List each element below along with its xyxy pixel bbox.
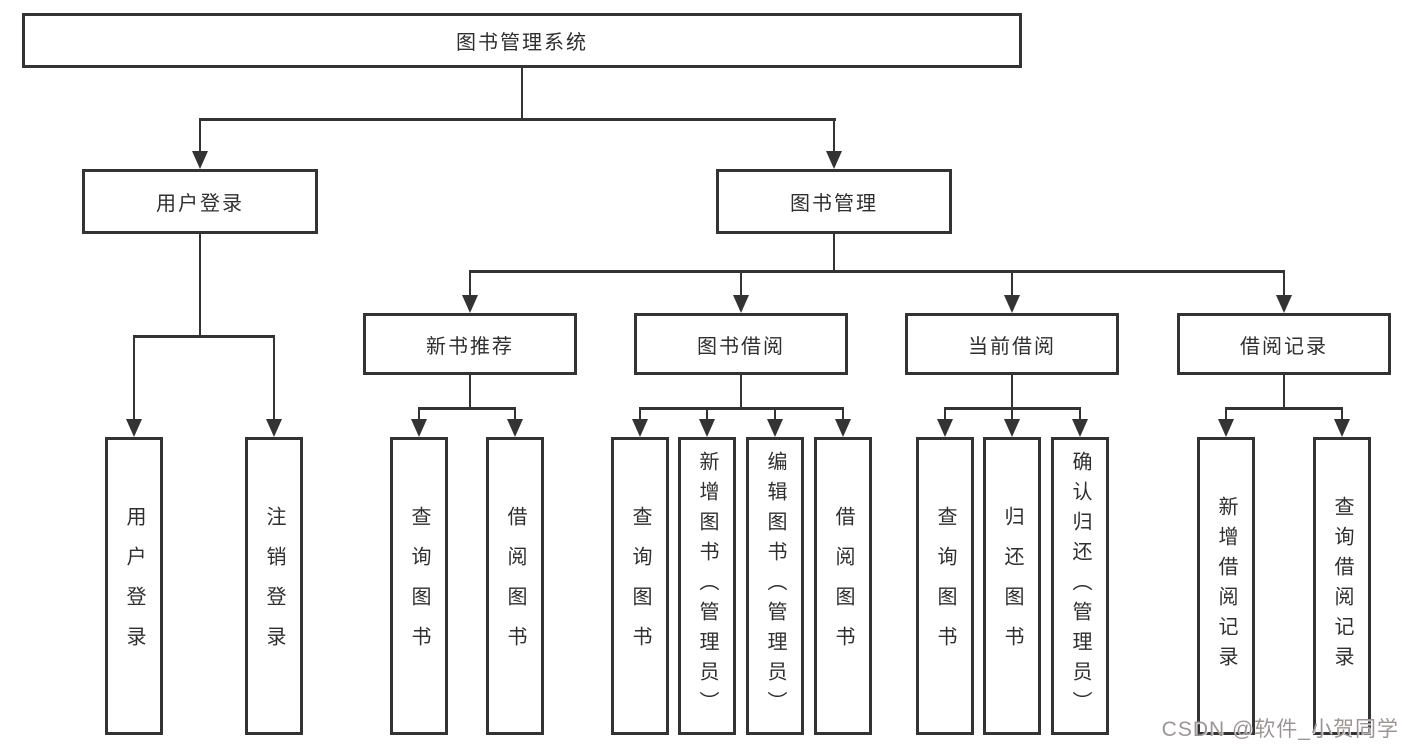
node-label: 图书借阅 — [697, 335, 785, 358]
connector-root-stem — [521, 68, 523, 118]
node-label: 用户登录 — [156, 193, 244, 215]
leaf-label: 查询图书 — [629, 506, 651, 666]
arrowhead-down-icon — [937, 419, 953, 437]
arrowhead-down-icon — [1218, 419, 1234, 437]
connector-to-leaf — [1011, 410, 1013, 419]
leaf-logout: 注销登录 — [245, 437, 303, 735]
connector-user-login-stem — [199, 234, 201, 335]
connector-to-book-borrow — [740, 273, 742, 295]
connector-to-leaf — [774, 410, 776, 419]
arrowhead-down-icon — [835, 419, 851, 437]
connector-split-bar — [418, 407, 516, 410]
connector-root-split-bar — [199, 118, 836, 121]
leaf-label: 查询图书 — [408, 506, 430, 666]
leaf-query-books: 查询图书 — [611, 437, 669, 735]
connector-to-leaf — [1341, 410, 1343, 419]
leaf-label: 借阅图书 — [832, 506, 854, 666]
leaf-query-books: 查询图书 — [390, 437, 448, 735]
connector-to-user-login — [199, 121, 201, 151]
connector-new-book-recommend-stem — [469, 375, 471, 407]
node-label: 借阅记录 — [1240, 335, 1328, 358]
leaf-label: 借阅图书 — [504, 506, 526, 666]
leaf-edit-books-admin: 编辑图书（管理员） — [746, 437, 804, 735]
connector-to-new-book-recommend — [469, 273, 471, 295]
arrowhead-down-icon — [1072, 419, 1088, 437]
leaf-label: 查询图书 — [934, 506, 956, 666]
arrowhead-down-icon — [192, 151, 208, 169]
connector-to-leaf — [706, 410, 708, 419]
connector-to-current-borrow — [1011, 273, 1013, 295]
connector-book-management-split-bar — [469, 270, 1285, 273]
leaf-label: 确认归还（管理员） — [1069, 451, 1091, 721]
connector-to-leaf — [944, 410, 946, 419]
leaf-label: 新增借阅记录 — [1215, 496, 1237, 676]
node-borrow-records: 借阅记录 — [1177, 313, 1391, 375]
leaf-borrow-books: 借阅图书 — [814, 437, 872, 735]
leaf-label: 归还图书 — [1001, 506, 1023, 666]
node-library-management-system: 图书管理系统 — [22, 13, 1022, 68]
node-book-borrow: 图书借阅 — [634, 313, 848, 375]
connector-to-leaf — [514, 410, 516, 419]
arrowhead-down-icon — [632, 419, 648, 437]
connector-current-borrow-stem — [1011, 375, 1013, 407]
connector-to-book-management — [833, 121, 835, 151]
connector-borrow-records-stem — [1283, 375, 1285, 407]
leaf-label: 用户登录 — [123, 506, 145, 666]
leaf-borrow-books: 借阅图书 — [486, 437, 544, 735]
leaf-query-borrow-record: 查询借阅记录 — [1313, 437, 1371, 735]
arrowhead-down-icon — [826, 151, 842, 169]
connector-split-bar — [944, 407, 1081, 410]
leaf-label: 新增图书（管理员） — [696, 451, 718, 721]
leaf-return-books: 归还图书 — [983, 437, 1041, 735]
node-book-management: 图书管理 — [716, 169, 952, 234]
arrowhead-down-icon — [1004, 419, 1020, 437]
connector-to-leaf — [842, 410, 844, 419]
node-label: 新书推荐 — [426, 335, 514, 358]
connector-to-leaf — [1225, 410, 1227, 419]
csdn-watermark: CSDN @软件_小贺同学 — [1161, 718, 1399, 741]
leaf-add-borrow-record: 新增借阅记录 — [1197, 437, 1255, 735]
leaf-user-login: 用户登录 — [105, 437, 163, 735]
node-current-borrow: 当前借阅 — [905, 313, 1119, 375]
node-new-book-recommend: 新书推荐 — [363, 313, 577, 375]
connector-split-bar — [1225, 407, 1343, 410]
connector-book-management-stem — [833, 234, 835, 270]
connector-book-borrow-stem — [740, 375, 742, 407]
connector-split-bar — [639, 407, 844, 410]
connector-to-leaf — [273, 338, 275, 419]
leaf-label: 编辑图书（管理员） — [764, 451, 786, 721]
arrowhead-down-icon — [507, 419, 523, 437]
arrowhead-down-icon — [1334, 419, 1350, 437]
connector-user-login-split-bar — [133, 335, 275, 338]
leaf-confirm-return-admin: 确认归还（管理员） — [1051, 437, 1109, 735]
connector-to-borrow-records — [1283, 273, 1285, 295]
leaf-add-books-admin: 新增图书（管理员） — [678, 437, 736, 735]
arrowhead-down-icon — [699, 419, 715, 437]
leaf-label: 查询借阅记录 — [1331, 496, 1353, 676]
connector-to-leaf — [418, 410, 420, 419]
arrowhead-down-icon — [1004, 295, 1020, 313]
arrowhead-down-icon — [1276, 295, 1292, 313]
node-label: 当前借阅 — [968, 335, 1056, 358]
connector-to-leaf — [133, 338, 135, 419]
arrowhead-down-icon — [462, 295, 478, 313]
leaf-query-books: 查询图书 — [916, 437, 974, 735]
node-label: 图书管理系统 — [456, 32, 588, 54]
node-label: 图书管理 — [790, 193, 878, 215]
connector-to-leaf — [639, 410, 641, 419]
arrowhead-down-icon — [126, 419, 142, 437]
arrowhead-down-icon — [266, 419, 282, 437]
arrowhead-down-icon — [733, 295, 749, 313]
node-user-login: 用户登录 — [82, 169, 318, 234]
arrowhead-down-icon — [411, 419, 427, 437]
leaf-label: 注销登录 — [263, 506, 285, 666]
arrowhead-down-icon — [767, 419, 783, 437]
connector-to-leaf — [1079, 410, 1081, 419]
